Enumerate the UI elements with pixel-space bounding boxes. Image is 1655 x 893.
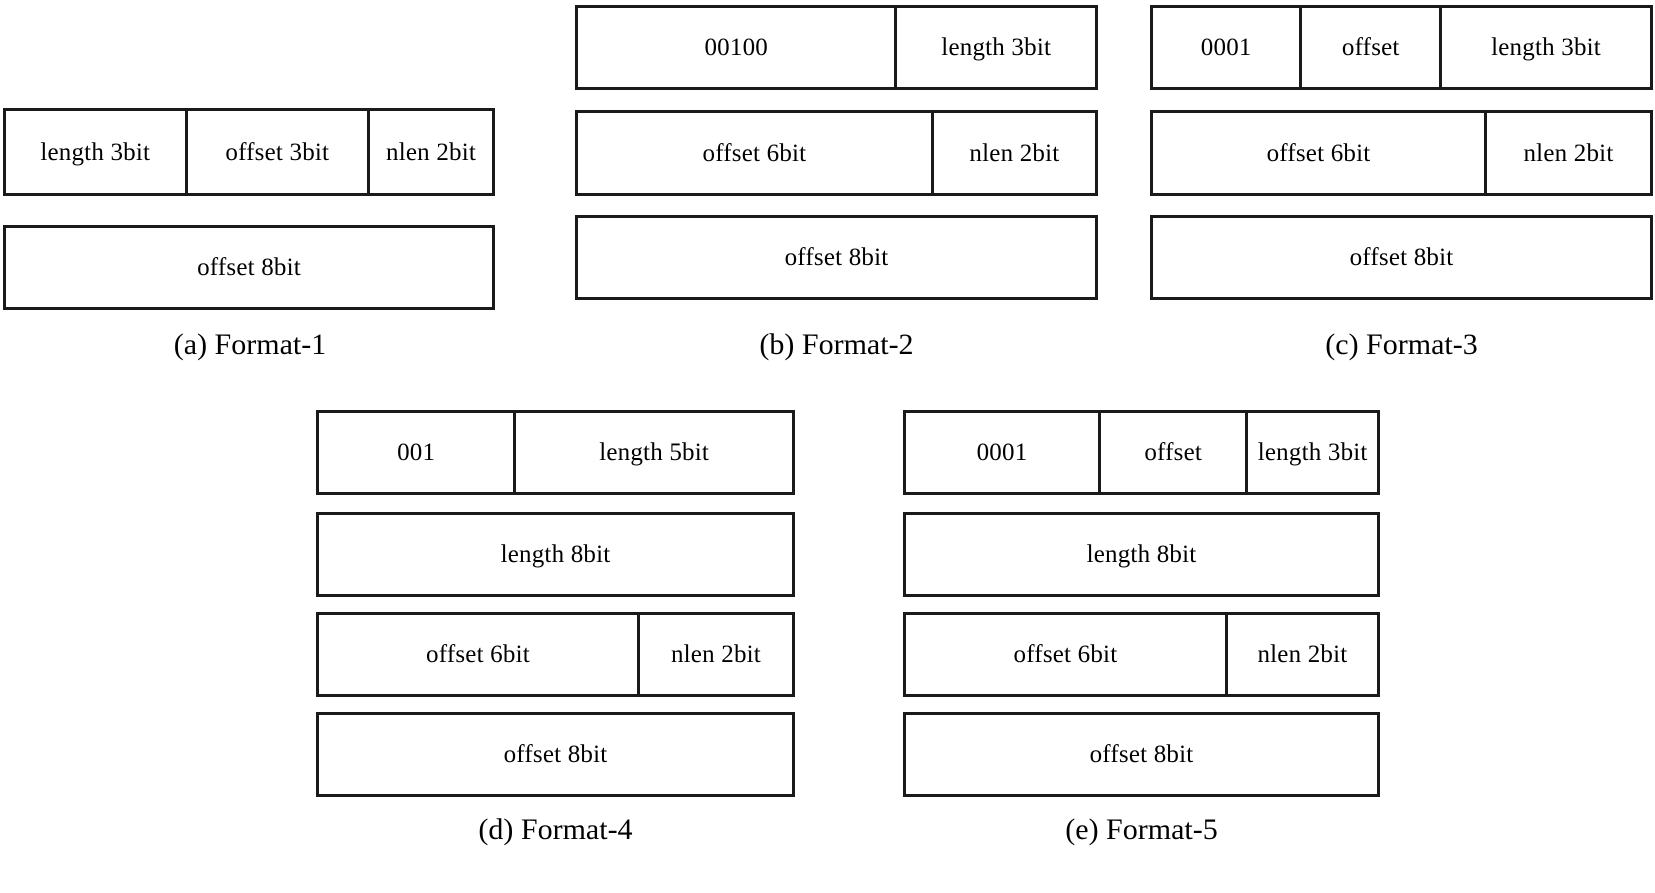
format-group-format-4: 001 length 5bit length 8bit offset 6bit …	[316, 410, 795, 846]
bit-row: offset 6bit nlen 2bit	[575, 110, 1098, 196]
bit-row: offset 6bit nlen 2bit	[316, 612, 795, 697]
bit-field-cell: offset 3bit	[184, 111, 368, 193]
bit-row: length 8bit	[903, 512, 1380, 597]
format-caption: (a) Format-1	[173, 328, 327, 361]
bit-field-cell: length 8bit	[319, 515, 792, 594]
bit-row: offset 8bit	[575, 215, 1098, 300]
bit-row: offset 8bit	[1150, 215, 1653, 300]
bit-row: offset 8bit	[903, 712, 1380, 797]
bit-field-cell: nlen 2bit	[1483, 113, 1650, 193]
format-group-format-1: length 3bit offset 3bit nlen 2bit offset…	[0, 0, 500, 390]
bit-field-cell: offset 6bit	[319, 615, 637, 694]
bit-field-cell: nlen 2bit	[1224, 615, 1377, 694]
bit-field-cell: offset 8bit	[1153, 218, 1650, 297]
bit-field-cell: nlen 2bit	[930, 113, 1095, 193]
bit-field-cell: length 3bit	[1439, 8, 1650, 87]
bit-row: offset 8bit	[316, 712, 795, 797]
bit-field-cell: length 8bit	[906, 515, 1377, 594]
format-caption: (c) Format-3	[1325, 328, 1478, 361]
bit-field-cell: 0001	[1153, 8, 1300, 87]
bit-row: length 3bit offset 3bit nlen 2bit	[3, 108, 495, 196]
bit-row: 0001 offset length 3bit	[1150, 5, 1653, 90]
bit-field-cell: offset 8bit	[906, 715, 1377, 794]
bit-row: 0001 offset length 3bit	[903, 410, 1380, 495]
bit-field-cell: offset 8bit	[578, 218, 1095, 297]
format-caption: (d) Format-4	[478, 813, 633, 846]
bit-field-cell: offset	[1299, 8, 1440, 87]
bit-field-cell: offset 6bit	[906, 615, 1225, 694]
bit-field-cell: offset 6bit	[1153, 113, 1484, 193]
format-group-format-2: 00100 length 3bit offset 6bit nlen 2bit …	[0, 0, 1100, 390]
format-caption: (b) Format-2	[759, 328, 914, 361]
bit-field-cell: offset 8bit	[319, 715, 792, 794]
bit-row: offset 8bit	[3, 225, 495, 310]
bit-field-cell: 0001	[906, 413, 1099, 492]
bit-field-cell: offset	[1098, 413, 1246, 492]
bit-field-cell: nlen 2bit	[367, 111, 492, 193]
bit-field-cell: 00100	[578, 8, 895, 87]
bit-field-cell: offset 6bit	[578, 113, 931, 193]
bit-row: 001 length 5bit	[316, 410, 795, 495]
bit-field-cell: length 3bit	[6, 111, 185, 193]
bit-row: length 8bit	[316, 512, 795, 597]
bit-field-cell: length 3bit	[1245, 413, 1377, 492]
bit-field-cell: offset 8bit	[6, 228, 492, 307]
bit-row: offset 6bit nlen 2bit	[1150, 110, 1653, 196]
bit-field-cell: length 5bit	[513, 413, 792, 492]
bit-field-cell: nlen 2bit	[636, 615, 792, 694]
bit-field-cell: 001	[319, 413, 514, 492]
format-caption: (e) Format-5	[1065, 813, 1218, 846]
bit-field-cell: length 3bit	[894, 8, 1095, 87]
format-group-format-3: 0001 offset length 3bit offset 6bit nlen…	[0, 0, 1655, 390]
bit-row: offset 6bit nlen 2bit	[903, 612, 1380, 697]
bit-row: 00100 length 3bit	[575, 5, 1098, 90]
